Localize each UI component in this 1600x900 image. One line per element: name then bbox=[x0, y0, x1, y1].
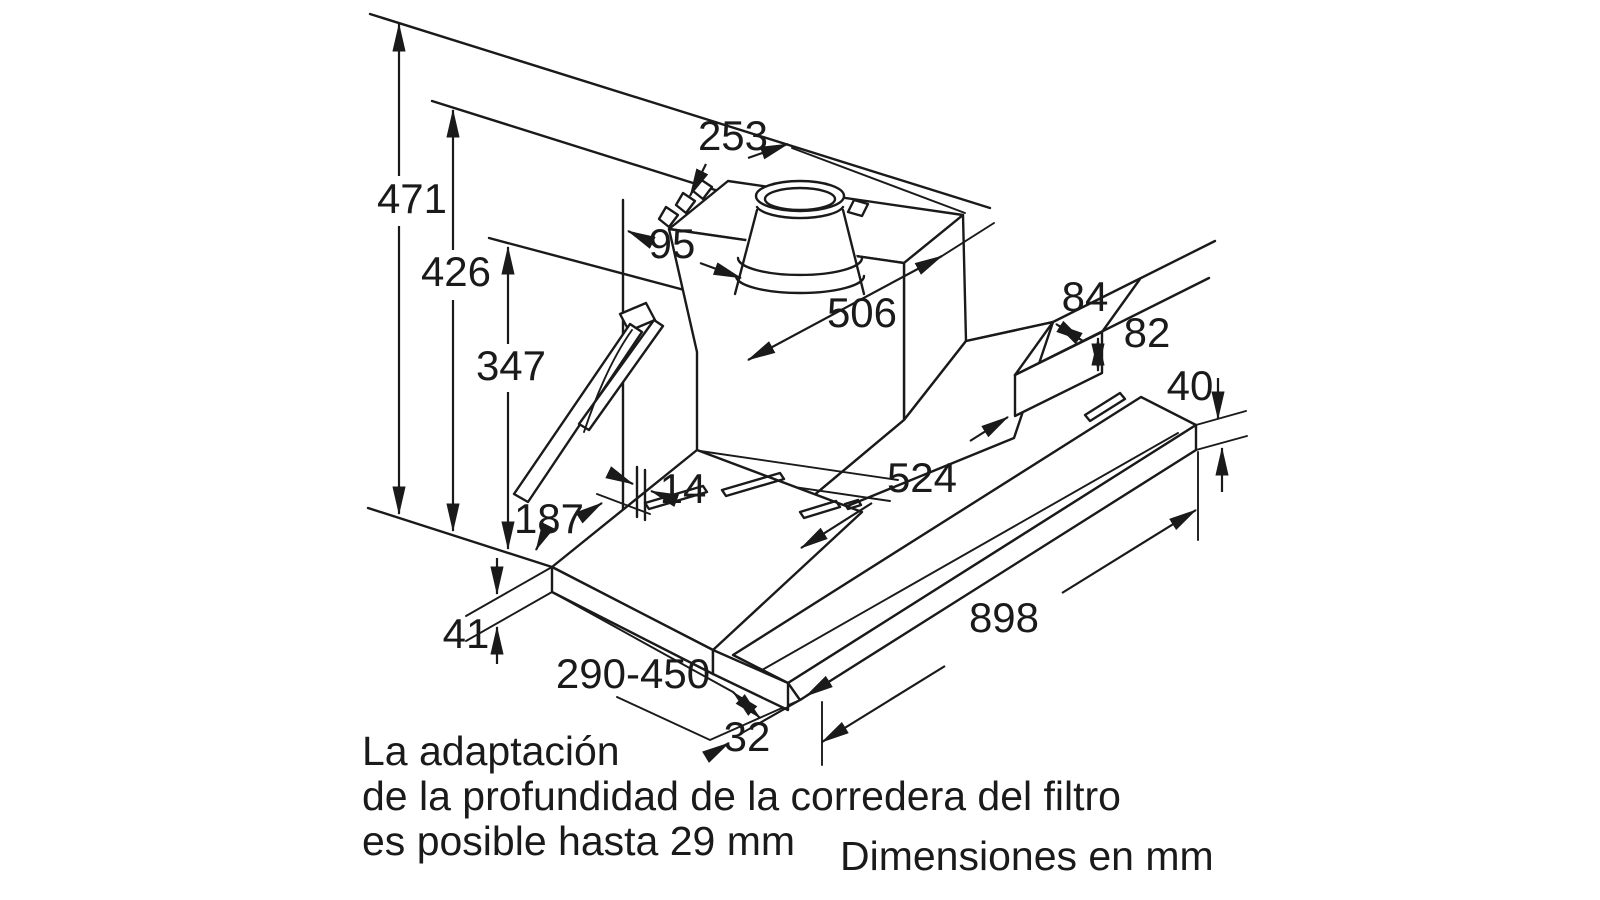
note-adaptation-line-2: de la profundidad de la corredera del fi… bbox=[362, 773, 1121, 819]
bracket-left-end-edge bbox=[1013, 320, 1055, 377]
dim-506: 506 bbox=[747, 222, 995, 361]
mounting-clip-2 bbox=[674, 191, 697, 215]
dim-253: 253 bbox=[689, 112, 966, 214]
spring-hook-curve bbox=[583, 329, 633, 433]
dim-label-84: 84 bbox=[1062, 273, 1109, 320]
filter-drawer bbox=[550, 448, 864, 712]
rail-inner-line bbox=[761, 432, 1179, 671]
bracket-right-end-edge bbox=[1100, 277, 1142, 334]
dim-label-471: 471 bbox=[377, 175, 447, 222]
dim-898: 898 bbox=[821, 451, 1199, 766]
dim-label-187: 187 bbox=[514, 495, 584, 542]
filter-band-line-1 bbox=[699, 450, 899, 481]
spring-hook-strap-rear bbox=[577, 318, 665, 432]
dim-label-426: 426 bbox=[421, 248, 491, 295]
drawer-slot-1 bbox=[643, 484, 709, 511]
duct-opening bbox=[763, 186, 837, 212]
dim-label-898: 898 bbox=[969, 594, 1039, 641]
mounting-clip-3 bbox=[657, 205, 680, 229]
dim-label-40: 40 bbox=[1167, 362, 1214, 409]
drawer-step-face bbox=[711, 648, 790, 712]
dim-label-506: 506 bbox=[827, 289, 897, 336]
dim-187: 187 bbox=[514, 493, 651, 551]
duct-top-rim bbox=[754, 179, 846, 213]
dim-label-253: 253 bbox=[698, 112, 768, 159]
rail-slot bbox=[1083, 391, 1127, 423]
bracket-shoulder-edge bbox=[964, 320, 1055, 343]
baseline-left bbox=[366, 506, 554, 569]
dim-290-450: 290-450 bbox=[551, 591, 761, 719]
rail-under-left-edges bbox=[616, 696, 801, 742]
dim-347: 347 bbox=[476, 245, 546, 551]
dim-label-524: 524 bbox=[887, 454, 957, 501]
duct-under-rim bbox=[755, 205, 845, 220]
dim-40: 40 bbox=[1167, 362, 1248, 492]
duct-clip bbox=[846, 198, 870, 218]
dim-32: 32 bbox=[702, 675, 833, 763]
note-units: Dimensiones en mm bbox=[840, 833, 1214, 879]
dim-label-290-450: 290-450 bbox=[556, 650, 710, 697]
dim-95: 95 bbox=[627, 220, 743, 280]
note-adaptation-line-3: es posible hasta 29 mm bbox=[362, 818, 795, 864]
dim-41: 41 bbox=[443, 558, 553, 664]
dim-label-14: 14 bbox=[660, 465, 707, 512]
dim-84: 84 bbox=[1055, 273, 1109, 345]
drawer-slot-2 bbox=[720, 471, 786, 498]
note-adaptation-line-1: La adaptación bbox=[362, 728, 620, 774]
dim-524: 524 bbox=[800, 416, 1009, 549]
dim-14: 14 bbox=[605, 465, 707, 512]
dimension-annotations: 471 426 347 253 95 506 bbox=[377, 22, 1248, 766]
dim-label-41: 41 bbox=[443, 610, 490, 657]
dim-label-32: 32 bbox=[724, 713, 771, 760]
ceiling-line-outer bbox=[368, 12, 992, 210]
bracket-top-back-edge bbox=[1051, 239, 1217, 324]
dim-label-95: 95 bbox=[649, 220, 696, 267]
dim-471: 471 bbox=[377, 22, 447, 516]
drawer-slot-4 bbox=[843, 498, 863, 511]
dim-label-347: 347 bbox=[476, 342, 546, 389]
bracket-front-face bbox=[1013, 330, 1104, 418]
dim-label-82: 82 bbox=[1124, 309, 1171, 356]
dim-426: 426 bbox=[421, 108, 491, 533]
dim-82: 82 bbox=[1091, 309, 1171, 373]
drawer-slot-3 bbox=[798, 499, 842, 520]
footer-notes: La adaptación de la profundidad de la co… bbox=[362, 728, 1214, 879]
side-bracket bbox=[964, 239, 1217, 418]
